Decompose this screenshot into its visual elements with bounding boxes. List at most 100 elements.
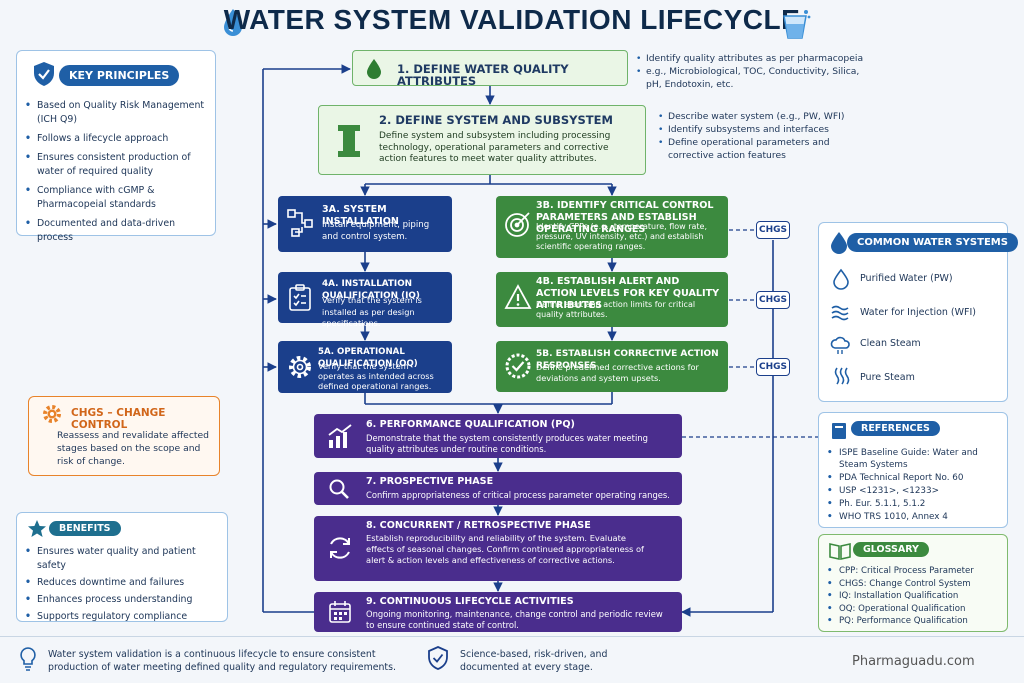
step-3a-box: 3A. SYSTEM INSTALLATION Install equipmen… [278, 196, 452, 252]
note-item: Identify subsystems and interfaces [658, 123, 858, 136]
gear-icon [43, 405, 61, 423]
step-7-title: 7. PROSPECTIVE PHASE [366, 476, 494, 487]
step-5b-desc: Define predefined corrective actions for… [536, 362, 699, 383]
step-7-desc: Confirm appropriateness of critical proc… [366, 490, 670, 500]
note-item: Identify quality attributes as per pharm… [636, 52, 876, 65]
water-drop-icon [224, 9, 242, 36]
column-pillar-icon [338, 125, 360, 157]
change-control-panel: CHGS – CHANGE CONTROL Reassess and reval… [28, 396, 220, 476]
benefit-item: Reduces downtime and failures [25, 576, 225, 590]
step-6-title: 6. PERFORMANCE QUALIFICATION (PQ) [366, 419, 575, 430]
step-9-box: 9. CONTINUOUS LIFECYCLE ACTIVITIES Ongoi… [314, 592, 682, 632]
chgs-tag: CHGS [756, 221, 790, 239]
common-system-item: Water for Injection (WFI) [860, 307, 977, 318]
warning-icon [504, 284, 532, 309]
brand-watermark: Pharmaguadu.com [852, 654, 975, 669]
shield-check-icon [428, 646, 448, 670]
step-2-desc: Define system and subsystem including pr… [379, 131, 611, 164]
growth-chart-icon [328, 424, 352, 448]
step-9-title: 9. CONTINUOUS LIFECYCLE ACTIVITIES [366, 596, 574, 607]
water-glass-icon [783, 10, 811, 39]
note-item: e.g., Microbiological, TOC, Conductivity… [636, 65, 876, 91]
glossary-heading: GLOSSARY [853, 542, 929, 557]
water-drop-icon [831, 232, 847, 254]
step-6-box: 6. PERFORMANCE QUALIFICATION (PQ) Demons… [314, 414, 682, 458]
change-control-text: Reassess and revalidate affected stages … [57, 430, 209, 467]
steam-icon [834, 367, 850, 385]
footer-bar [0, 636, 1024, 683]
lightbulb-icon [20, 647, 36, 671]
step-2-title: 2. DEFINE SYSTEM AND SUBSYSTEM [379, 113, 613, 127]
reference-item: Ph. Eur. 5.1.1, 5.1.2 [827, 498, 1003, 510]
footer-summary: Water system validation is a continuous … [48, 649, 396, 673]
step-3a-title: 3A. SYSTEM INSTALLATION [322, 204, 399, 227]
footer-tagline: Science-based, risk-driven, and document… [460, 649, 608, 673]
step-5a-box: 5A. OPERATIONAL QUALIFICATION (OQ) Verif… [278, 341, 452, 393]
key-principles-panel: KEY PRINCIPLES Based on Quality Risk Man… [16, 50, 216, 243]
benefits-heading: BENEFITS [49, 521, 121, 536]
step-2-notes: Describe water system (e.g., PW, WFI) Id… [658, 110, 858, 162]
glossary-item: PQ: Performance Qualification [827, 615, 1007, 628]
benefit-item: Enhances process understanding [25, 593, 225, 607]
cloud-steam-icon [830, 336, 850, 354]
target-icon [505, 212, 530, 237]
step-5b-title: 5B. ESTABLISH CORRECTIVE ACTION RESPONSE… [536, 349, 719, 371]
key-principle-item: Based on Quality Risk Management (ICH Q9… [25, 99, 211, 127]
step-9-desc: Ongoing monitoring, maintenance, change … [366, 609, 663, 630]
step-4b-title: 4B. ESTABLISH ALERT AND ACTION LEVELS FO… [536, 276, 720, 311]
refresh-cycle-icon [330, 537, 350, 559]
common-system-item: Pure Steam [860, 372, 915, 383]
step-3b-desc: Identify CPPs (e.g., temperature, flow r… [536, 222, 708, 251]
step-3b-title: 3B. IDENTIFY CRITICAL CONTROL PARAMETERS… [536, 200, 714, 235]
calendar-icon [329, 601, 351, 623]
glossary-item: OQ: Operational Qualification [827, 603, 1007, 616]
reference-item: WHO TRS 1010, Annex 4 [827, 511, 1003, 523]
badge-check-icon [505, 353, 531, 379]
step-3a-desc: Install equipment, piping and control sy… [322, 220, 430, 242]
note-item: Define operational parameters and correc… [658, 136, 858, 162]
glossary-item: IQ: Installation Qualification [827, 590, 1007, 603]
glossary-panel: GLOSSARY CPP: Critical Process Parameter… [818, 534, 1008, 632]
star-icon [28, 520, 46, 537]
step-4b-box: 4B. ESTABLISH ALERT AND ACTION LEVELS FO… [496, 272, 728, 327]
key-principle-item: Documented and data-driven process [25, 217, 211, 245]
references-panel: REFERENCES ISPE Baseline Guide: Water an… [818, 412, 1008, 528]
common-system-item: Clean Steam [860, 338, 921, 349]
step-1-box: 1. DEFINE WATER QUALITY ATTRIBUTES [352, 50, 628, 88]
water-drop-icon [833, 268, 849, 290]
step-2-box: 2. DEFINE SYSTEM AND SUBSYSTEM Define sy… [318, 105, 646, 175]
references-heading: REFERENCES [851, 421, 940, 436]
step-5a-desc: Verify that the system operates as inten… [318, 361, 434, 391]
step-4b-desc: Define alert and action limits for criti… [536, 300, 696, 319]
reference-item: PDA Technical Report No. 60 [827, 472, 1003, 484]
step-1-title: 1. DEFINE WATER QUALITY ATTRIBUTES [397, 62, 569, 88]
shield-check-icon [34, 62, 54, 86]
piping-network-icon [287, 209, 313, 237]
key-principle-item: Ensures consistent production of water o… [25, 151, 211, 179]
note-item: Describe water system (e.g., PW, WFI) [658, 110, 858, 123]
step-4a-desc: Verify that the system is installed as p… [322, 295, 422, 328]
reference-item: USP <1231>, <1233> [827, 485, 1003, 497]
chgs-tag: CHGS [756, 291, 790, 309]
chgs-tag: CHGS [756, 358, 790, 376]
step-7-box: 7. PROSPECTIVE PHASE Confirm appropriate… [314, 472, 682, 505]
step-8-title: 8. CONCURRENT / RETROSPECTIVE PHASE [366, 520, 591, 531]
glossary-item: CHGS: Change Control System [827, 578, 1007, 591]
water-drop-icon [367, 59, 381, 79]
reference-item: ISPE Baseline Guide: Water and Steam Sys… [827, 447, 1003, 471]
key-principle-item: Compliance with cGMP & Pharmacopeial sta… [25, 184, 211, 212]
common-system-item: Purified Water (PW) [860, 273, 953, 284]
step-8-desc: Establish reproducibility and reliabilit… [366, 533, 644, 565]
gear-icon [289, 356, 311, 378]
common-systems-heading: COMMON WATER SYSTEMS [847, 233, 1018, 252]
step-4a-box: 4A. INSTALLATION QUALIFICATION (IQ) Veri… [278, 272, 452, 328]
common-systems-panel: COMMON WATER SYSTEMS [818, 222, 1018, 402]
page-title: WATER SYSTEM VALIDATION LIFECYCLE [223, 4, 801, 35]
water-waves-icon [831, 305, 849, 321]
step-1-notes: Identify quality attributes as per pharm… [636, 52, 876, 91]
step-5a-title: 5A. OPERATIONAL QUALIFICATION (OQ) [318, 347, 418, 369]
clipboard-checklist-icon [289, 284, 311, 311]
key-principle-item: Follows a lifecycle approach [25, 132, 211, 146]
step-3b-box: 3B. IDENTIFY CRITICAL CONTROL PARAMETERS… [496, 196, 728, 258]
